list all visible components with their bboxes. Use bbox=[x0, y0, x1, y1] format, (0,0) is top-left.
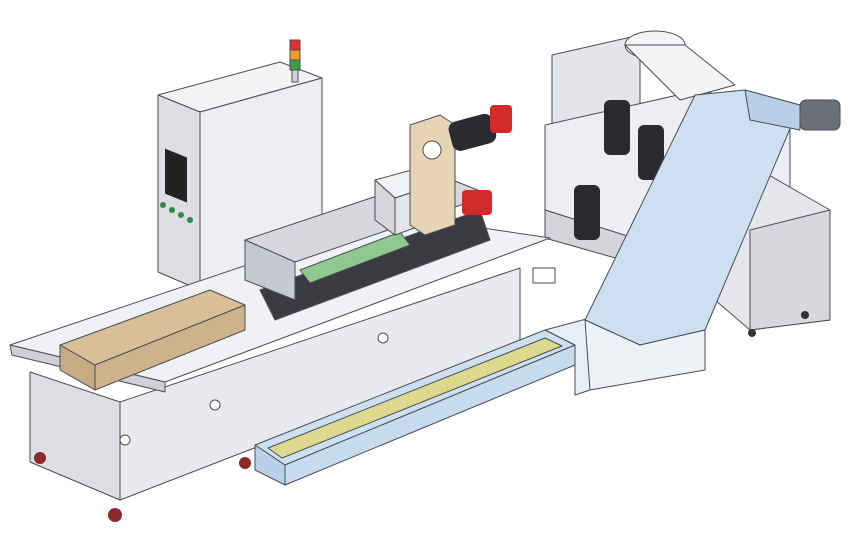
motor-cylinder bbox=[574, 185, 600, 240]
motor-cylinder bbox=[638, 125, 664, 180]
control-buttons bbox=[160, 202, 193, 223]
spindle-head bbox=[374, 105, 512, 236]
chip-trough bbox=[254, 317, 591, 486]
stack-light bbox=[289, 39, 301, 83]
spindle-motor bbox=[448, 113, 497, 151]
wood-fixtures bbox=[59, 289, 246, 391]
conveyor-motor bbox=[799, 99, 841, 131]
bracket-plate bbox=[409, 114, 456, 236]
control-screen bbox=[165, 148, 187, 203]
filter-unit bbox=[544, 30, 791, 266]
motor-cylinder bbox=[604, 100, 630, 155]
small-control-box bbox=[532, 267, 556, 284]
chip-conveyor bbox=[584, 89, 841, 391]
motor-red-cap bbox=[490, 105, 512, 133]
caster-wheels bbox=[34, 452, 251, 522]
